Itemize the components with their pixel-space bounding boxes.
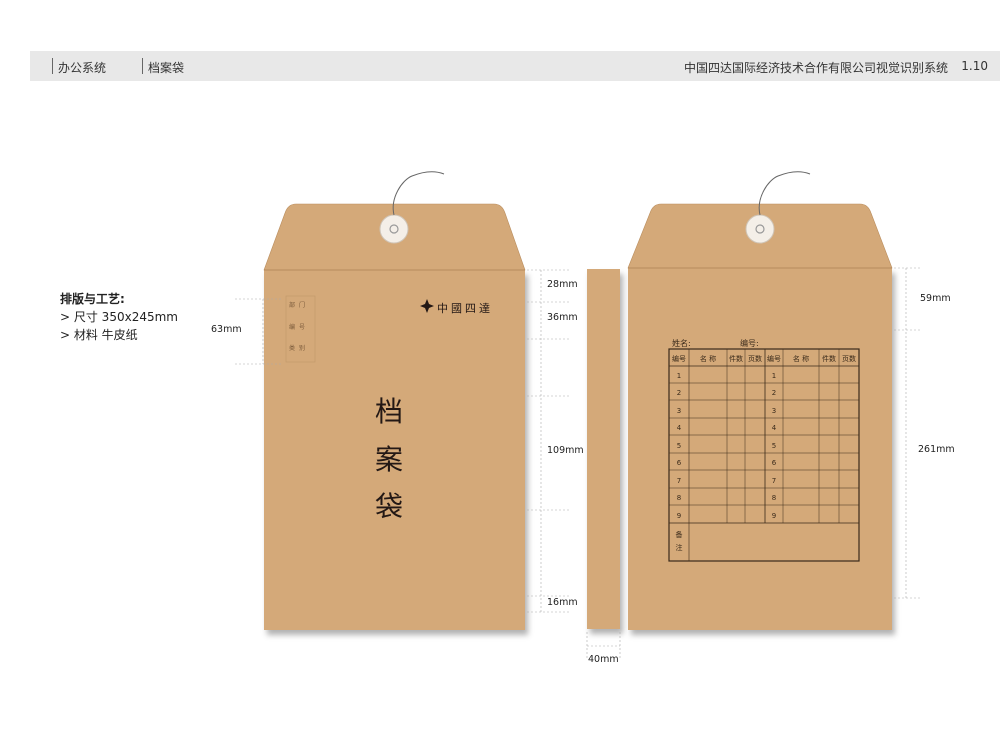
row-number: 9 bbox=[676, 512, 682, 520]
dim-label-109mm: 109mm bbox=[547, 445, 584, 456]
spec-title: 排版与工艺: bbox=[60, 292, 125, 306]
remarks-label: 备 bbox=[675, 531, 683, 539]
table-header: 名 称 bbox=[699, 355, 717, 363]
spec-size: > 尺寸 350x245mm bbox=[60, 310, 178, 324]
name-label: 姓名: bbox=[672, 339, 691, 348]
table-header: 页数 bbox=[842, 355, 856, 363]
string bbox=[758, 171, 811, 216]
record-table-grid bbox=[668, 348, 860, 562]
title-char: 档 bbox=[375, 395, 404, 428]
number-label: 编号: bbox=[740, 339, 759, 348]
front-envelope-body bbox=[264, 270, 525, 630]
field-category: 类别 bbox=[289, 345, 310, 352]
row-number: 2 bbox=[771, 389, 777, 397]
row-number: 4 bbox=[771, 424, 777, 432]
row-number: 4 bbox=[676, 424, 682, 432]
table-header: 编号 bbox=[672, 355, 686, 363]
row-number: 8 bbox=[771, 494, 777, 502]
back-envelope-body bbox=[628, 268, 892, 630]
row-number: 9 bbox=[771, 512, 777, 520]
logo-text: 中國四達 bbox=[437, 302, 493, 315]
envelope-spine bbox=[587, 269, 620, 629]
front-envelope bbox=[263, 171, 526, 630]
table-header: 名 称 bbox=[792, 355, 810, 363]
row-number: 3 bbox=[771, 407, 777, 415]
row-number: 8 bbox=[676, 494, 682, 502]
string-button bbox=[745, 214, 775, 244]
page-label: 档案袋 bbox=[148, 61, 185, 75]
dim-label-28mm: 28mm bbox=[547, 279, 578, 290]
dim-label-63mm: 63mm bbox=[211, 324, 242, 335]
logo-icon bbox=[420, 299, 434, 313]
back-envelope bbox=[627, 171, 893, 630]
row-number: 3 bbox=[676, 407, 682, 415]
string bbox=[392, 171, 445, 216]
row-number: 7 bbox=[676, 477, 682, 485]
row-number: 5 bbox=[676, 442, 682, 450]
dim-label-40mm: 40mm bbox=[588, 654, 619, 665]
dim-label-261mm: 261mm bbox=[918, 444, 955, 455]
section-label: 办公系统 bbox=[58, 61, 107, 75]
row-number: 6 bbox=[771, 459, 777, 467]
row-number: 2 bbox=[676, 389, 682, 397]
row-number: 5 bbox=[771, 442, 777, 450]
field-number: 编号 bbox=[289, 324, 310, 331]
table-header: 页数 bbox=[748, 355, 762, 363]
table-header: 件数 bbox=[822, 355, 836, 363]
table-header: 编号 bbox=[767, 355, 781, 363]
spec-material: > 材料 牛皮纸 bbox=[60, 328, 138, 342]
header-separator bbox=[52, 58, 53, 74]
dim-label-16mm: 16mm bbox=[547, 597, 578, 608]
company-title: 中国四达国际经济技术合作有限公司视觉识别系统 bbox=[683, 61, 948, 75]
field-department: 部门 bbox=[289, 302, 310, 309]
record-table: 编号 名 称 件数 页数 编号 名 称 件数 页数 1 2 3 4 5 6 7 … bbox=[669, 349, 859, 561]
dimension-lines bbox=[235, 267, 920, 658]
title-char: 袋 bbox=[375, 490, 404, 523]
header-bar: 办公系统 档案袋 中国四达国际经济技术合作有限公司视觉识别系统 1.10 bbox=[30, 51, 1000, 81]
title-char: 案 bbox=[375, 443, 404, 476]
row-number: 6 bbox=[676, 459, 682, 467]
field-box bbox=[285, 295, 316, 363]
page-number: 1.10 bbox=[961, 59, 988, 73]
table-header: 件数 bbox=[729, 355, 743, 363]
dim-label-36mm: 36mm bbox=[547, 312, 578, 323]
header-separator bbox=[142, 58, 143, 74]
row-number: 1 bbox=[676, 372, 682, 380]
row-number: 1 bbox=[771, 372, 777, 380]
dim-label-59mm: 59mm bbox=[920, 293, 951, 304]
string-button bbox=[379, 214, 409, 244]
remarks-label: 注 bbox=[675, 544, 683, 552]
row-number: 7 bbox=[771, 477, 777, 485]
